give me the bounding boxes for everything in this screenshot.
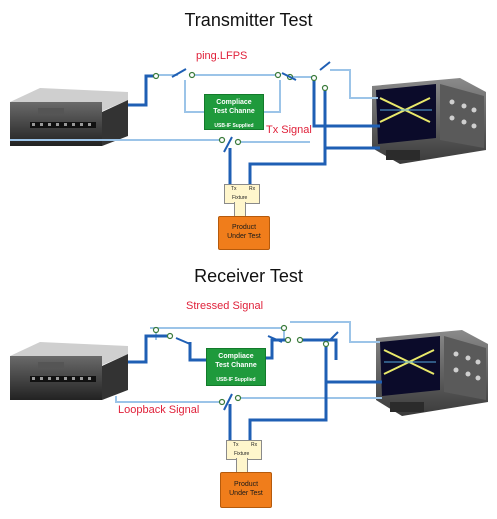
- pattern-generator-tx: [10, 88, 128, 146]
- stressed-signal-label: Stressed Signal: [186, 300, 264, 312]
- product-under-test-tx-label: Product Under Test: [227, 224, 261, 240]
- compliance-channel-rx: Compliace Test Channe USB-IF Supplied: [206, 348, 266, 386]
- fixture-tx: Tx Rx Fixture: [224, 184, 260, 204]
- product-under-test-rx: Product Under Test: [220, 472, 272, 508]
- loopback-signal-label: Loopback Signal: [118, 404, 200, 416]
- fixture-rx-stem: [236, 458, 248, 473]
- fixture-tx-port: Tx: [231, 186, 237, 192]
- switch-levers-rx: [175, 331, 339, 411]
- transmitter-title: Transmitter Test: [184, 10, 313, 30]
- receiver-title: Receiver Test: [194, 266, 303, 286]
- compliance-channel-tx-title: Compliace Test Channe: [213, 99, 255, 115]
- compliance-channel-rx-sub: USB-IF Supplied: [216, 377, 256, 383]
- fixture-tx-stem: [234, 202, 246, 217]
- switch-nodes-tx: [152, 71, 329, 146]
- fixture-rx-rx-port: Rx: [251, 442, 258, 448]
- compliance-channel-tx: Compliace Test Channe USB-IF Supplied: [204, 94, 264, 130]
- compliance-channel-tx-sub: USB-IF Supplied: [214, 123, 254, 129]
- product-under-test-tx: Product Under Test: [218, 216, 270, 250]
- fixture-rx: Tx Rx Fixture: [226, 440, 262, 460]
- fixture-rx-label: Fixture: [234, 451, 250, 457]
- oscilloscope-rx: [376, 330, 488, 416]
- compliance-channel-rx-title: Compliace Test Channe: [215, 353, 257, 369]
- cables-dark-rx: [128, 334, 382, 440]
- pattern-generator-rx: [10, 342, 128, 400]
- cables-dark-tx: [128, 74, 380, 185]
- switch-nodes-rx: [152, 324, 330, 406]
- ping-lfps-label: ping.LFPS: [196, 50, 248, 62]
- cables-light-tx: [10, 69, 378, 143]
- switch-levers-tx: [171, 61, 331, 153]
- fixture-label: Fixture: [232, 195, 248, 201]
- cables-light-rx: [115, 321, 382, 403]
- product-under-test-rx-label: Product Under Test: [229, 481, 263, 497]
- oscilloscope-tx: [372, 78, 486, 164]
- tx-signal-label: Tx Signal: [266, 124, 312, 136]
- fixture-rx-port: Rx: [249, 186, 256, 192]
- fixture-rx-tx-port: Tx: [233, 442, 239, 448]
